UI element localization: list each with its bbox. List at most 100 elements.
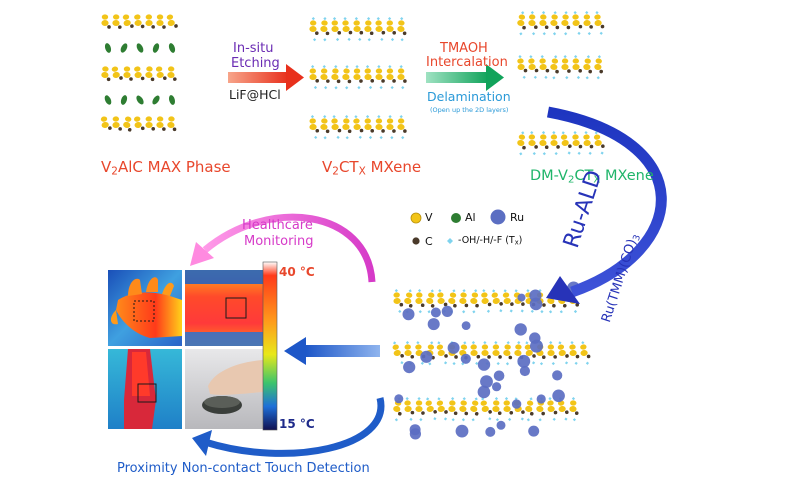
atom-column	[528, 11, 538, 36]
ruthenium-atom	[447, 341, 460, 354]
mxene-structure	[309, 17, 407, 140]
carbon-atom	[544, 145, 549, 150]
atom-column	[513, 289, 525, 313]
vanadium-atom	[460, 292, 467, 298]
vanadium-atom	[353, 20, 360, 26]
terminal-group	[584, 131, 588, 135]
atom-column	[353, 65, 363, 90]
vanadium-atom	[386, 68, 394, 74]
vanadium-atom	[375, 118, 383, 124]
dm-mxene-structure	[517, 11, 605, 156]
terminal-group	[388, 65, 392, 69]
atom-column	[397, 115, 407, 140]
ruthenium-atom	[485, 426, 496, 437]
carbon-atom	[521, 410, 525, 414]
terminal-group	[495, 418, 500, 422]
terminal-group	[572, 418, 577, 422]
legend-ru-swatch	[490, 209, 506, 225]
atom-column	[111, 66, 123, 80]
legend-ru-label: Ru	[510, 211, 525, 224]
terminal-group	[314, 135, 318, 140]
carbon-atom	[588, 69, 592, 74]
terminal-group	[323, 17, 327, 21]
vanadium-atom	[528, 14, 536, 20]
terminal-group	[530, 11, 534, 15]
terminal-group	[332, 115, 336, 119]
terminal-group	[332, 17, 337, 21]
carbon-atom	[172, 127, 177, 132]
terminal-group	[368, 85, 373, 90]
ruthenium-atom	[477, 385, 491, 399]
vanadium-atom	[145, 121, 153, 129]
carbon-atom	[545, 68, 550, 73]
vanadium-atom	[112, 121, 120, 129]
terminal-group	[426, 397, 430, 401]
terminal-group	[564, 417, 568, 421]
terminal-group	[482, 289, 486, 293]
terminal-group	[367, 38, 371, 42]
vanadium-atom	[122, 14, 130, 20]
atom-column	[594, 11, 605, 35]
vanadium-atom	[550, 19, 558, 27]
terminal-group	[377, 65, 381, 69]
atom-column	[375, 115, 385, 140]
carbon-atom	[599, 69, 604, 74]
terminal-group	[532, 151, 536, 156]
carbon-atom	[392, 31, 397, 35]
terminal-group	[531, 32, 536, 36]
carbon-atom	[347, 129, 352, 134]
vanadium-atom	[397, 25, 405, 33]
carbon-atom	[476, 354, 481, 359]
vanadium-atom	[525, 349, 533, 357]
carbon-atom	[162, 127, 166, 131]
vanadium-atom	[448, 297, 456, 305]
atom-column	[309, 17, 319, 42]
vanadium-atom	[539, 63, 547, 71]
carbon-atom	[565, 354, 569, 358]
dm-mxene-label: DM-V2CTX MXene	[530, 168, 654, 186]
thermal-image-hand	[108, 270, 182, 346]
vanadium-atom	[134, 19, 142, 27]
carbon-atom	[173, 77, 177, 81]
finger-photo	[185, 349, 263, 429]
ruthenium-atom	[511, 399, 522, 409]
terminal-group	[586, 55, 591, 59]
atom-column	[100, 116, 112, 130]
terminal-group	[539, 362, 544, 366]
vanadium-atom	[386, 118, 394, 124]
carbon-atom	[498, 355, 502, 359]
vanadium-atom	[321, 118, 328, 124]
legend	[410, 209, 506, 245]
terminal-group	[401, 86, 405, 90]
terminal-group	[437, 397, 441, 401]
carbon-atom	[532, 354, 536, 358]
atom-column	[528, 131, 538, 156]
carbon-atom	[403, 79, 407, 83]
ruthenium-atom	[517, 293, 526, 302]
terminal-group	[544, 75, 548, 79]
vanadium-atom	[425, 400, 432, 406]
carbon-atom	[523, 68, 528, 73]
atom-column	[593, 131, 605, 155]
vanadium-atom	[492, 349, 500, 357]
carbon-atom	[562, 303, 567, 308]
vanadium-atom	[472, 400, 479, 406]
atom-column	[528, 55, 539, 79]
terminal-group	[461, 418, 465, 422]
terminal-group	[564, 361, 569, 365]
vanadium-atom	[123, 19, 131, 27]
vanadium-atom	[309, 123, 317, 131]
vanadium-atom	[365, 20, 372, 26]
terminal-group	[323, 38, 327, 42]
carbon-atom	[567, 69, 571, 73]
terminal-group	[494, 341, 498, 345]
atom-column	[342, 17, 353, 41]
terminal-group	[576, 75, 581, 80]
mxene-label: V2CTX MXene	[322, 158, 422, 178]
vanadium-atom	[437, 349, 445, 357]
carbon-atom	[325, 129, 330, 134]
vanadium-atom	[404, 400, 411, 406]
terminal-group	[357, 86, 361, 90]
carbon-atom	[534, 68, 539, 73]
vanadium-atom	[550, 134, 558, 140]
